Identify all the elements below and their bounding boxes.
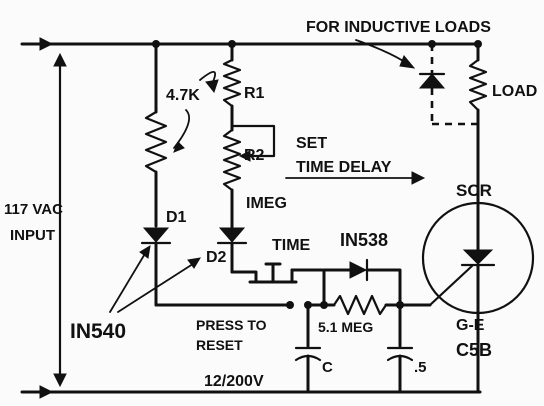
input-label: INPUT xyxy=(10,227,55,244)
c5b-label: C5B xyxy=(456,340,492,360)
in540-pointer-arrows xyxy=(109,245,201,313)
capacitor-rating-label: 12/200V xyxy=(204,373,264,390)
resistor-r1 xyxy=(222,42,242,132)
time-pushbutton xyxy=(230,262,324,284)
ge-label: G-E xyxy=(456,317,485,334)
resistor-5-1meg xyxy=(322,294,432,316)
junction-dot xyxy=(474,40,482,48)
diode-in538 xyxy=(322,258,402,307)
in540-label: IN540 xyxy=(70,320,126,343)
bottom-rail xyxy=(20,385,482,399)
capacitor-c xyxy=(294,303,322,394)
press-to-label: PRESS TO xyxy=(196,317,267,333)
set-label: SET xyxy=(296,135,327,152)
junction-dot xyxy=(228,40,236,48)
inductive-load-diode xyxy=(418,44,478,126)
diode-d1 xyxy=(140,227,172,307)
imeg-label: IMEG xyxy=(246,195,287,212)
resistor-5-1meg-label: 5.1 MEG xyxy=(318,319,373,335)
r1-label: R1 xyxy=(244,85,265,102)
time-label: TIME xyxy=(272,237,311,254)
r2-label: R2 xyxy=(244,147,265,164)
junction-dot xyxy=(152,40,160,48)
scr-symbol xyxy=(421,126,535,394)
capacitor-c-label: C xyxy=(322,359,333,376)
vac-label: 117 VAC xyxy=(4,201,63,218)
capacitor-05-label: .5 xyxy=(414,359,427,376)
junction-dot xyxy=(428,40,436,48)
junction-dot xyxy=(320,301,328,309)
inductive-loads-arrow xyxy=(355,39,416,69)
d2-label: D2 xyxy=(206,249,227,266)
capacitor-05 xyxy=(386,303,414,394)
load-label: LOAD xyxy=(492,83,537,100)
reset-contact xyxy=(286,301,326,309)
potentiometer-r2 xyxy=(222,124,276,230)
resistor-4-7k-label: 4.7K xyxy=(166,87,200,104)
time-delay-label: TIME DELAY xyxy=(296,159,392,176)
scr-label: SCR xyxy=(456,181,492,200)
diode-d2 xyxy=(216,227,248,274)
d1-label: D1 xyxy=(166,209,187,226)
time-delay-underline xyxy=(285,171,426,185)
in538-label: IN538 xyxy=(340,230,388,250)
top-rail xyxy=(20,37,482,51)
4-7k-pointer-arrow xyxy=(173,71,219,153)
reset-label: RESET xyxy=(196,337,243,353)
input-voltage-arrow xyxy=(53,52,67,388)
resistor-4-7k xyxy=(144,42,168,228)
inductive-loads-label: FOR INDUCTIVE LOADS xyxy=(306,19,491,36)
load-resistor xyxy=(468,42,488,130)
